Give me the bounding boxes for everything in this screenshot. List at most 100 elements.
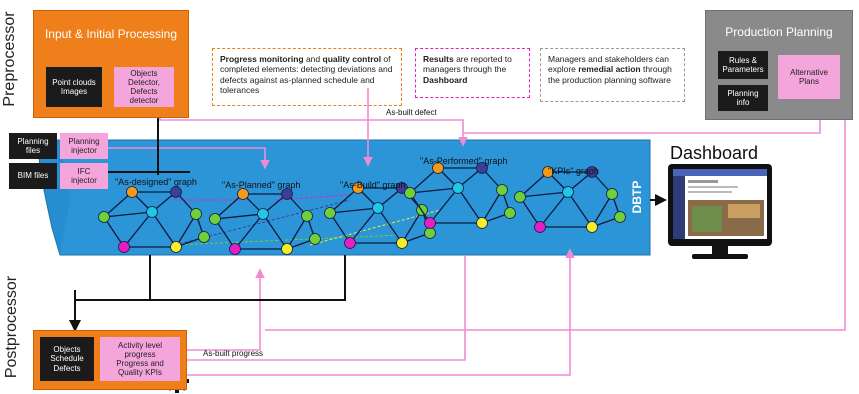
graph-node <box>404 187 416 199</box>
graph-edge <box>103 191 133 218</box>
graph-node <box>198 231 210 243</box>
graph-node <box>170 241 182 253</box>
graph-edge <box>123 211 153 248</box>
as-designed-label: "As-designed" graph <box>115 177 197 187</box>
graph-node <box>476 217 488 229</box>
graph-edge <box>409 192 431 224</box>
graph-edge <box>151 211 177 248</box>
graph-node <box>281 243 293 255</box>
graph-node <box>324 207 336 219</box>
graph-edge <box>377 207 403 244</box>
graph-node <box>118 241 130 253</box>
production-planning-title: Production Planning <box>725 25 833 39</box>
dashboard-title: Dashboard <box>670 143 759 163</box>
graph-edge <box>481 189 503 224</box>
graph-performed <box>404 162 516 229</box>
results-note: Results are reported to managers through… <box>415 48 530 98</box>
graph-node <box>281 188 293 200</box>
graph-node <box>98 211 110 223</box>
graph-edge <box>519 191 569 198</box>
graph-node <box>229 243 241 255</box>
as-build-label: "As-Build" graph <box>340 180 406 190</box>
graph-edge <box>175 213 197 248</box>
ifc-injector-box: IFC injector <box>60 163 108 189</box>
graph-node <box>126 186 138 198</box>
as-planned-label: "As-Planned" graph <box>222 180 301 190</box>
monitor-icon <box>668 164 772 259</box>
graph-planned <box>209 188 321 255</box>
graph-edge <box>519 171 549 198</box>
graph-node <box>562 186 574 198</box>
graph-edge <box>214 213 264 220</box>
graph-node <box>372 202 384 214</box>
graph-node <box>257 208 269 220</box>
as-built-defect-label: As-built defect <box>386 108 437 117</box>
graph-edge <box>286 215 308 250</box>
graph-node <box>237 188 249 200</box>
detectors-box: Objects Detector, Defects detector <box>114 67 174 107</box>
graph-node <box>344 237 356 249</box>
preprocessor-label: Preprocessor <box>1 11 18 107</box>
graph-node <box>396 237 408 249</box>
graph-edge <box>103 216 125 248</box>
graph-node <box>542 166 554 178</box>
graph-edge <box>262 213 288 250</box>
graph-edge <box>519 196 541 228</box>
graph-kpis <box>514 166 626 233</box>
input-processing-title: Input & Initial Processing <box>44 27 178 41</box>
graph-node <box>586 166 598 178</box>
graph-edge <box>234 213 264 250</box>
graph-edge <box>214 218 236 250</box>
graph-edge <box>329 187 359 214</box>
graph-node <box>301 210 313 222</box>
point-clouds-box: Point clouds Images <box>46 67 102 107</box>
graph-edge <box>409 167 439 194</box>
graph-node <box>614 211 626 223</box>
graph-edge <box>539 191 569 228</box>
graph-node <box>170 186 182 198</box>
progress-monitoring-note: Progress monitoring and quality control … <box>212 48 402 106</box>
graph-node <box>606 188 618 200</box>
planning-files-box: Planning files <box>9 133 57 159</box>
graph-node <box>496 184 508 196</box>
postprocessor-label: Postprocessor <box>3 275 20 379</box>
graph-designed <box>98 186 210 253</box>
graph-node <box>504 207 516 219</box>
graph-edge <box>457 187 483 224</box>
graph-node <box>452 182 464 194</box>
activity-progress-box: Activity level progress Progress and Qua… <box>100 337 180 381</box>
graph-node <box>352 182 364 194</box>
managers-note: Managers and stakeholders can explore re… <box>540 48 685 102</box>
graph-edge <box>401 209 423 244</box>
graph-node <box>209 213 221 225</box>
graph-node <box>432 162 444 174</box>
graph-node <box>424 227 436 239</box>
graph-edge <box>567 191 593 228</box>
graph-edge <box>591 193 613 228</box>
alternative-plans-box: Alternative Plans <box>778 55 840 99</box>
postprocessor-box: Objects Schedule Defects Activity level … <box>33 330 187 390</box>
graph-edge <box>349 207 379 244</box>
graph-edge <box>409 187 459 194</box>
as-performed-label: "As-Performed" graph <box>420 156 508 166</box>
kpis-label: "KPIs" graph <box>548 166 599 176</box>
as-built-progress-label: As-built progress <box>203 349 264 358</box>
graph-node <box>309 233 321 245</box>
graph-node <box>586 221 598 233</box>
graph-node <box>534 221 546 233</box>
graph-node <box>514 191 526 203</box>
planning-injector-box: Planning injector <box>60 133 108 159</box>
graph-edge <box>329 212 351 244</box>
rules-box: Rules & Parameters <box>718 51 768 79</box>
bim-files-box: BIM files <box>9 163 57 189</box>
dbtp-label: DBTP <box>630 180 644 214</box>
graph-edge <box>329 207 379 214</box>
graph-edge <box>214 193 244 220</box>
input-processing-box: Input & Initial Processing Point clouds … <box>33 10 189 118</box>
graph-node <box>476 162 488 174</box>
graph-node <box>424 217 436 229</box>
dbtp-band <box>37 139 651 256</box>
graph-node <box>146 206 158 218</box>
objects-schedule-box: Objects Schedule Defects <box>40 337 94 381</box>
